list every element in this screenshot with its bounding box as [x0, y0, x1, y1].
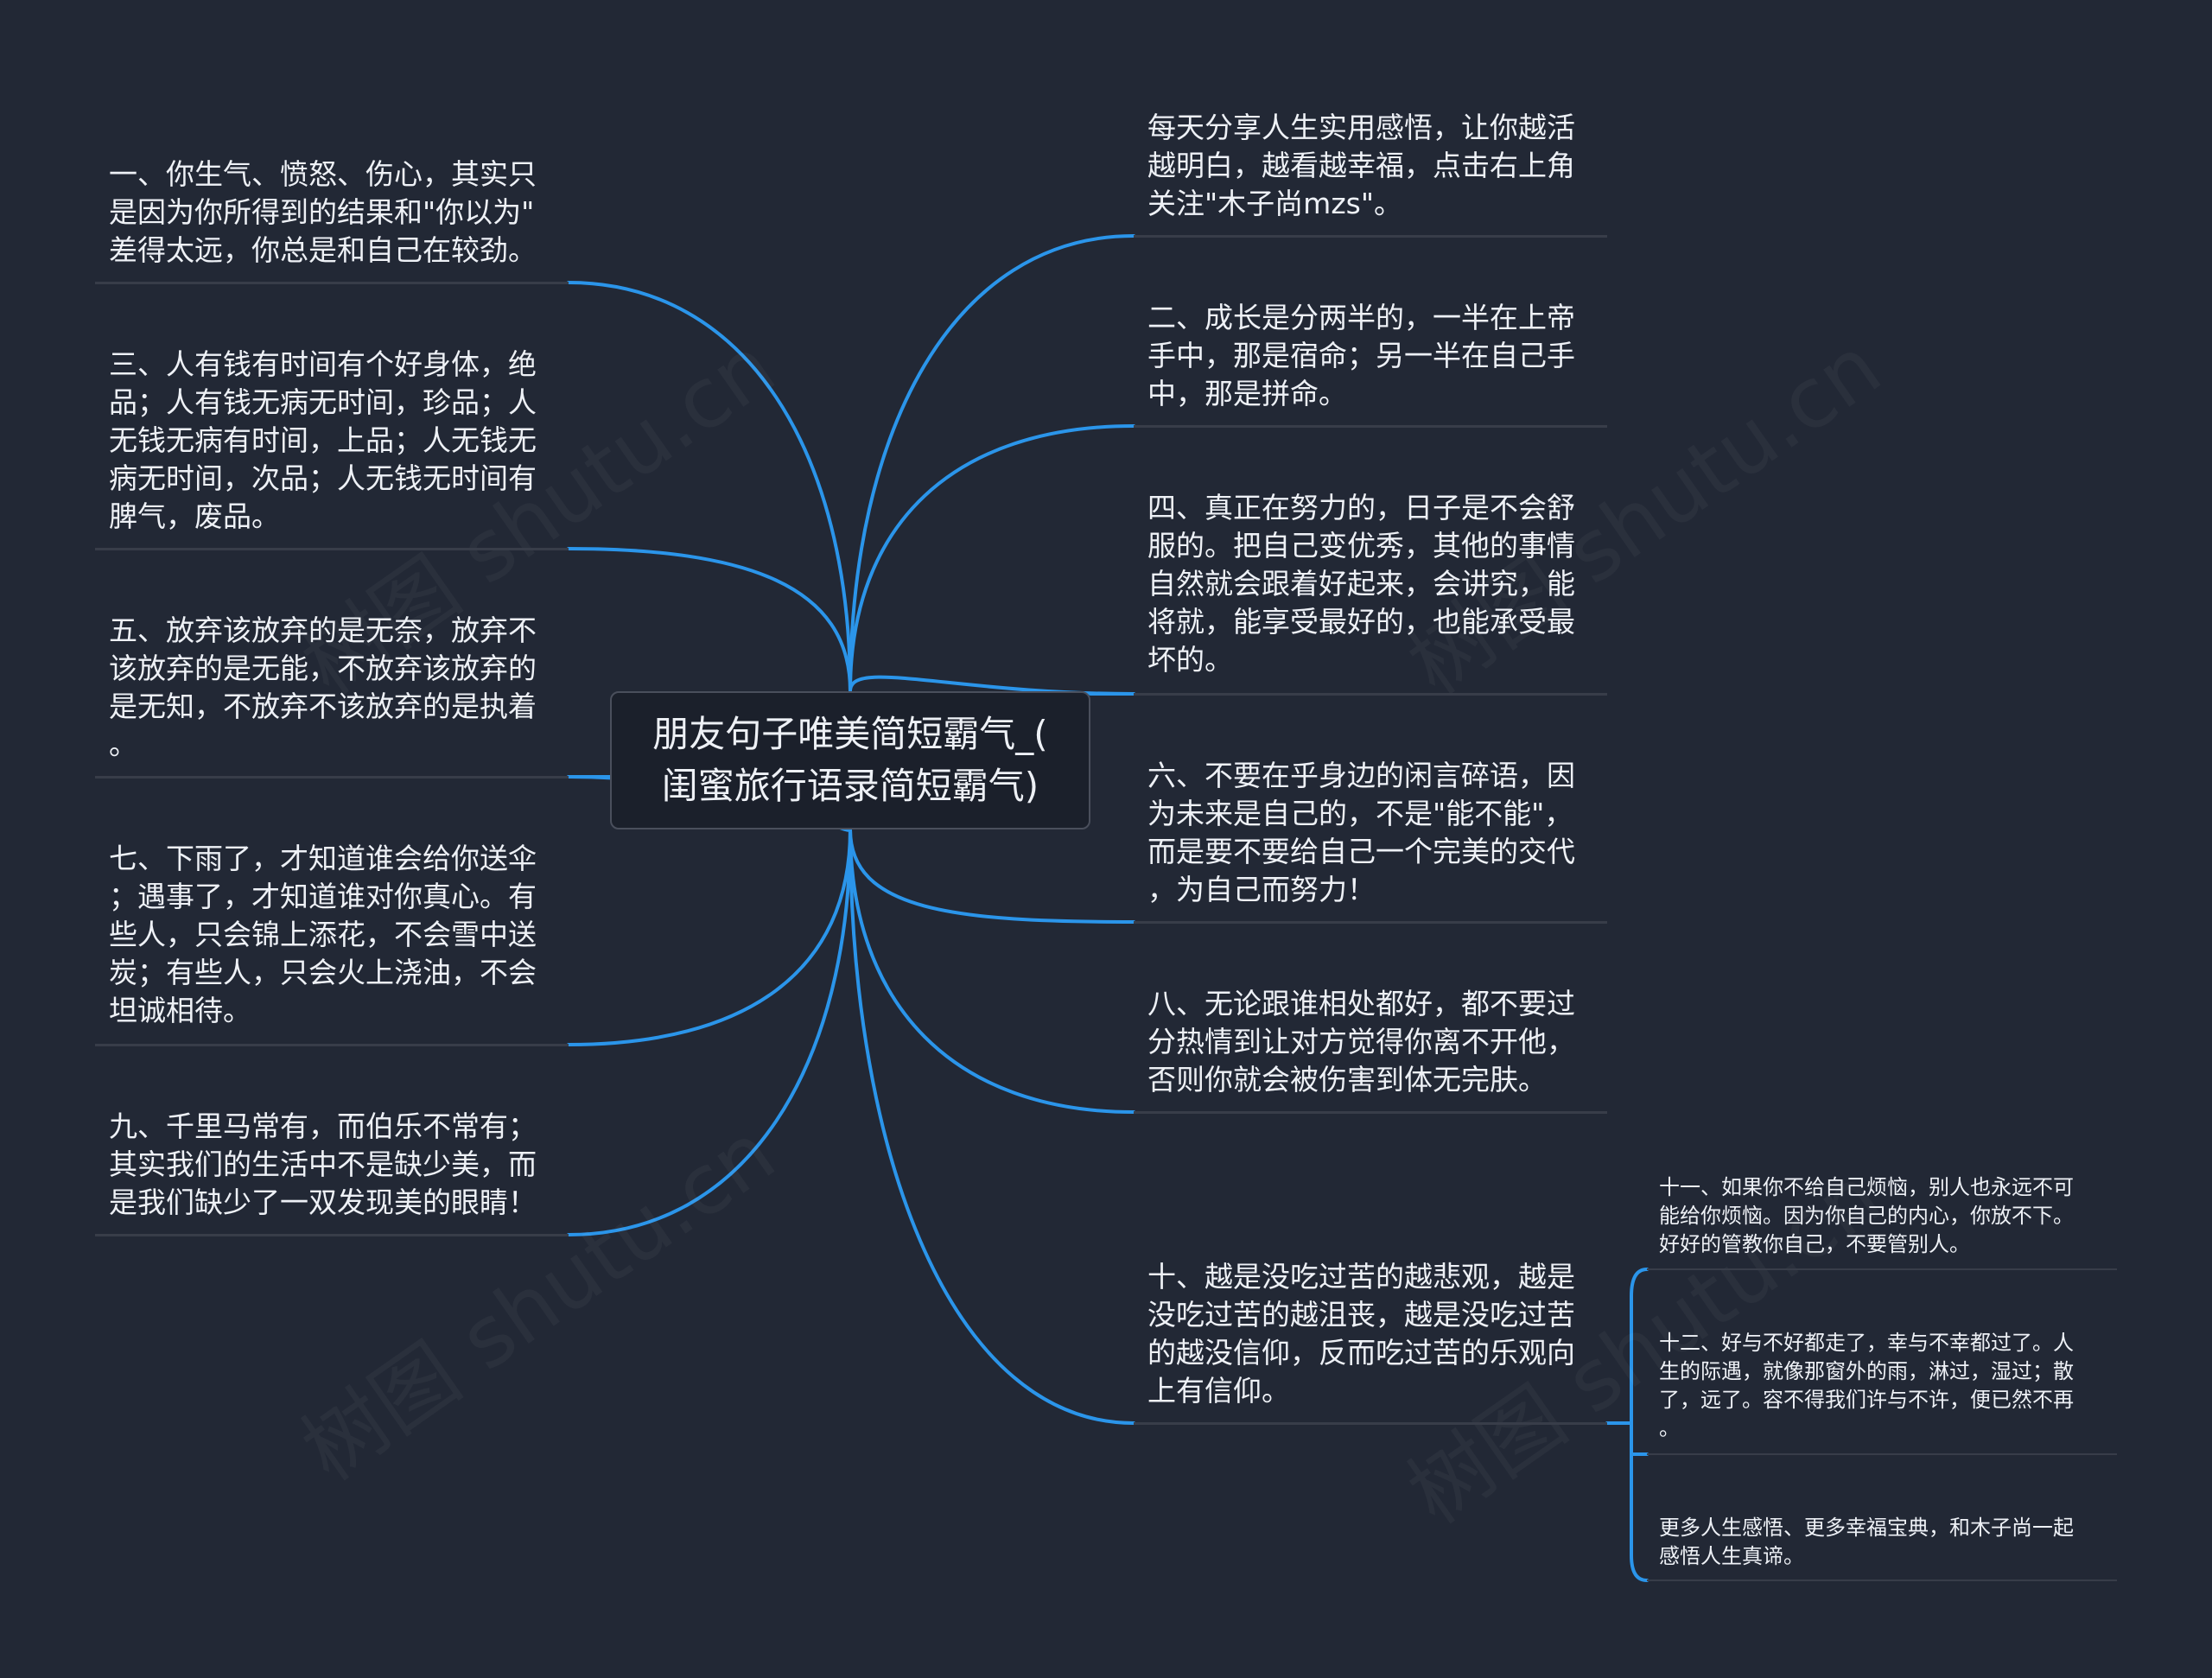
- connector-right-2: [849, 424, 1135, 693]
- branch-node-9[interactable]: 九、千里马常有，而伯乐不常有； 其实我们的生活中不是缺少美，而 是我们缺少了一双…: [109, 1109, 537, 1219]
- branch-node-10[interactable]: 十、越是没吃过苦的越悲观，越是 没吃过苦的越沮丧，越是没吃过苦 的越没信仰，反而…: [1147, 1260, 1575, 1408]
- branch-node-underline: [1134, 693, 1607, 696]
- sub-node-12[interactable]: 十二、好与不好都走了，幸与不幸都过了。人 生的际遇，就像那窗外的雨，淋过，湿过；…: [1659, 1331, 2074, 1440]
- branch-node-4[interactable]: 四、真正在努力的，日子是不会舒 服的。把自己变优秀，其他的事情 自然就会跟着好起…: [1147, 491, 1575, 677]
- sub-node-11[interactable]: 十一、如果你不给自己烦恼，别人也永远不可 能给你烦恼。因为你自己的内心，你放不下…: [1659, 1175, 2074, 1256]
- branch-node-underline: [1134, 921, 1607, 924]
- branch-node-underline: [1134, 425, 1607, 428]
- branch-node-8[interactable]: 八、无论跟谁相处都好，都不要过 分热情到让对方觉得你离不开他， 否则你就会被伤害…: [1147, 987, 1575, 1096]
- branch-node-underline: [95, 1234, 569, 1236]
- branch-node-underline: [1134, 1111, 1607, 1114]
- branch-node-underline: [1134, 1422, 1607, 1425]
- connector-bracket: [1630, 1268, 1649, 1582]
- branch-node-2[interactable]: 二、成长是分两半的，一半在上帝 手中，那是宿命；另一半在自己手 中，那是拼命。: [1147, 301, 1575, 410]
- branch-node-underline: [95, 282, 569, 284]
- branch-node-5[interactable]: 五、放弃该放弃的是无奈，放弃不 该放弃的是无能，不放弃该放弃的 是无知，不放弃不…: [109, 613, 537, 761]
- branch-node-underline: [95, 1044, 569, 1046]
- branch-node-6[interactable]: 六、不要在乎身边的闲言碎语，因 为未来是自己的，不是"能不能"， 而是要不要给自…: [1147, 759, 1575, 906]
- connector-right-1: [849, 234, 1135, 693]
- branch-node-underline: [95, 776, 569, 779]
- root-topic[interactable]: 朋友句子唯美简短霸气_( 闺蜜旅行语录简短霸气): [610, 691, 1090, 829]
- branch-node-7[interactable]: 七、下雨了，才知道谁会给你送伞 ；遇事了，才知道谁对你真心。有 些人，只会锦上添…: [109, 842, 537, 1027]
- branch-node-intro[interactable]: 每天分享人生实用感悟，让你越活 越明白，越看越幸福，点击右上角 关注"木子尚mz…: [1147, 111, 1575, 220]
- connector-left-4: [567, 828, 852, 1046]
- branch-node-1[interactable]: 一、你生气、愤怒、伤心，其实只 是因为你所得到的结果和"你以为" 差得太远，你总…: [109, 157, 537, 267]
- sub-node-underline: [1647, 1453, 2117, 1455]
- sub-node-more[interactable]: 更多人生感悟、更多幸福宝典，和木子尚一起 感悟人生真谛。: [1659, 1516, 2074, 1568]
- sub-node-underline: [1647, 1579, 2117, 1581]
- connector-right-4: [849, 828, 1135, 924]
- connector-left-1: [567, 281, 852, 693]
- connector-left-2: [567, 547, 852, 693]
- branch-node-3[interactable]: 三、人有钱有时间有个好身体，绝 品；人有钱无病无时间，珍品；人 无钱无病有时间，…: [109, 347, 537, 533]
- sub-node-underline: [1647, 1268, 2117, 1270]
- root-topic-label: 朋友句子唯美简短霸气_( 闺蜜旅行语录简短霸气): [652, 713, 1048, 807]
- branch-node-underline: [1134, 235, 1607, 238]
- connector-left-5: [567, 828, 852, 1236]
- branch-node-underline: [95, 548, 569, 550]
- connector-right-6: [849, 828, 1135, 1425]
- connector-right-5: [849, 828, 1135, 1114]
